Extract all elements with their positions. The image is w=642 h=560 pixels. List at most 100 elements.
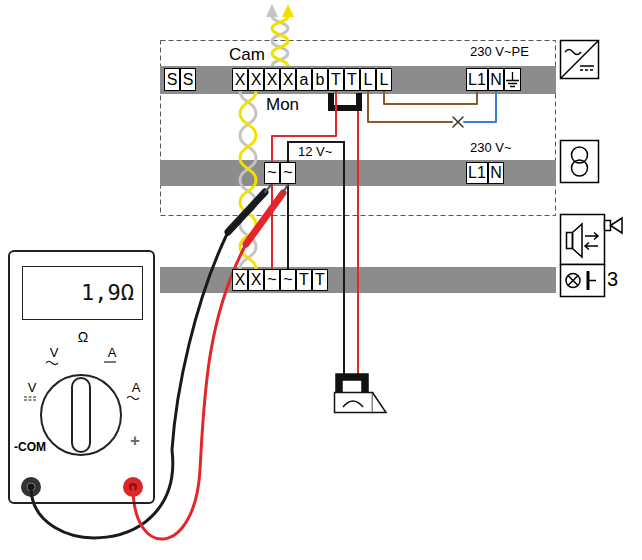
terminal-label: T [331,72,341,88]
terminal: N [488,162,504,184]
label: 230 V~ [470,141,512,156]
terminal: X [232,269,248,291]
terminal: a [296,68,312,91]
terminal-label: S [167,72,178,88]
power-supply-symbol [561,41,599,79]
opener-arc [343,401,363,407]
terminal-label: X [235,72,246,88]
terminal: X [264,68,280,91]
terminal-cell [505,69,521,91]
terminal-label: L1 [468,165,486,181]
terminal: S [180,68,196,91]
terminal: T [344,68,360,91]
camera-cable [266,4,294,66]
arrow-out [585,233,598,240]
terminal-label: N [490,72,502,88]
label: 3 [607,268,618,291]
dial-label: V [28,381,37,394]
terminal: ~ [280,269,296,291]
lamp-cross [568,276,578,286]
speaker [567,233,573,249]
cable-wire [272,16,288,66]
terminal: L [360,68,376,91]
reading: 1,9Ω [81,282,134,304]
terminal-label: a [300,72,309,88]
opener-wedge [373,393,387,413]
wire-segment [464,91,496,122]
terminal-label: X [267,72,278,88]
wire-segment [246,193,283,244]
dc-mark [580,69,594,71]
multimeter: VVΩAA-COM+1,9Ω [8,250,155,504]
terminal-label: ~ [267,272,276,288]
dc-mark [580,65,594,67]
multimeter-display: 1,9Ω [22,266,143,320]
push-button [588,280,596,282]
terminal: L [376,68,392,91]
arrow-in [585,243,598,250]
wire [288,142,344,374]
terminal: L1 [466,162,488,184]
terminal: b [312,68,328,91]
wire [133,184,288,539]
dial-label: A [132,381,141,394]
terminal-label: X [251,272,262,288]
terminal: ~ [264,269,280,291]
label: 12 V~ [298,145,332,160]
terminal-label: T [347,72,357,88]
dc-mark [104,361,116,362]
dial-label: A [108,346,117,359]
symbol-line [561,41,599,79]
terminal: X [280,68,296,91]
door-station-symbol [561,215,623,297]
wire-segment [453,117,463,127]
arrow-head [282,4,294,17]
terminal-label: ~ [283,272,292,288]
terminal-strip [160,66,556,94]
multimeter-art [21,362,143,498]
camera-lens [611,218,623,233]
terminal: N [488,68,504,91]
terminal-label: X [251,72,262,88]
terminal-label: L1 [468,72,486,88]
wire-segment [271,184,273,269]
cable-wire [272,16,288,66]
winding [572,160,588,176]
terminal-label: S [183,72,194,88]
label: 230 V~PE [470,45,529,60]
terminal-label: ~ [267,165,276,181]
wire-segment [287,184,289,269]
wire [384,91,477,104]
wire [31,184,272,538]
label: Cam [229,45,265,65]
dial-label: Ω [78,330,88,344]
speaker-cone [573,224,583,257]
terminal-label: b [316,72,325,88]
dial-label: V [50,346,59,359]
jumper [328,93,362,111]
wire-segment [384,91,477,104]
transformer-symbol [561,141,599,183]
door-opener-wires [288,111,358,374]
terminal: T [328,68,344,91]
terminal: T [296,269,312,291]
terminal: X [248,269,264,291]
label: Mon [266,95,299,115]
terminal-label: X [283,72,294,88]
terminal-label: T [299,272,309,288]
dial-label: -COM [14,441,46,453]
terminal: T [312,269,328,291]
terminal: L1 [466,68,488,91]
wire [272,184,273,269]
dial-knob [72,378,90,452]
symbol-frame [561,215,605,265]
opener-body [335,393,373,413]
jumper-symbol [328,93,362,111]
terminal: X [232,68,248,91]
ac-mark [46,362,58,365]
terminal: S [164,68,180,91]
wire [288,184,289,269]
symbol-frame [561,41,599,79]
door-opener [335,374,387,413]
